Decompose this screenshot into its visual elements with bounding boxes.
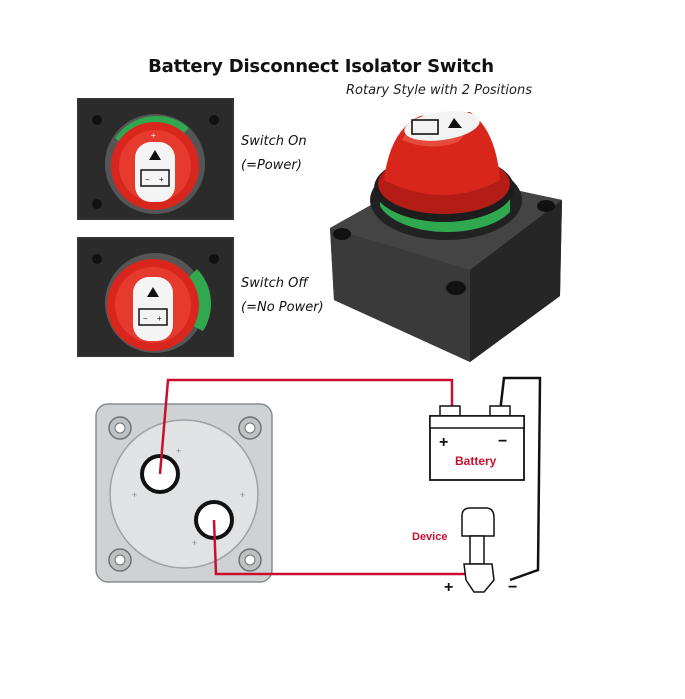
- wiring-diagram: + + + + + − Battery Device + −: [95, 376, 542, 596]
- svg-text:+: +: [159, 175, 164, 184]
- switch-off-photo: −+: [77, 237, 234, 357]
- battery-minus: −: [498, 433, 507, 450]
- diagram-title: Battery Disconnect Isolator Switch: [148, 56, 494, 77]
- switch-on-caption: Switch On (=Power): [241, 130, 307, 178]
- svg-text:+: +: [176, 446, 181, 456]
- positive-wire-battery: [158, 378, 454, 475]
- device-label: Device: [412, 531, 447, 543]
- negative-wire: [498, 376, 542, 582]
- device-plus: +: [444, 579, 453, 596]
- svg-text:+: +: [132, 490, 137, 500]
- device-minus: −: [508, 579, 517, 596]
- switch-off-caption: Switch Off (=No Power): [241, 272, 324, 320]
- svg-text:+: +: [157, 314, 162, 323]
- battery-plus: +: [439, 434, 448, 451]
- device-outboard-motor-icon: Device + −: [412, 507, 517, 596]
- svg-text:+: +: [151, 131, 156, 140]
- battery-icon: + − Battery: [429, 405, 525, 481]
- svg-text:−: −: [143, 314, 148, 323]
- diagram-subtitle: Rotary Style with 2 Positions: [346, 83, 532, 98]
- switch-off-label: Switch Off: [241, 276, 308, 291]
- isolator-switch-product: [330, 111, 562, 362]
- svg-text:+: +: [192, 538, 197, 548]
- switch-off-meaning: (=No Power): [241, 300, 324, 315]
- svg-text:−: −: [145, 175, 150, 184]
- switch-base-plate: + + + +: [95, 403, 273, 583]
- battery-label: Battery: [455, 454, 497, 468]
- switch-on-photo: −+ +: [77, 98, 234, 220]
- svg-text:+: +: [240, 490, 245, 500]
- switch-on-meaning: (=Power): [241, 158, 302, 173]
- switch-on-label: Switch On: [241, 134, 307, 149]
